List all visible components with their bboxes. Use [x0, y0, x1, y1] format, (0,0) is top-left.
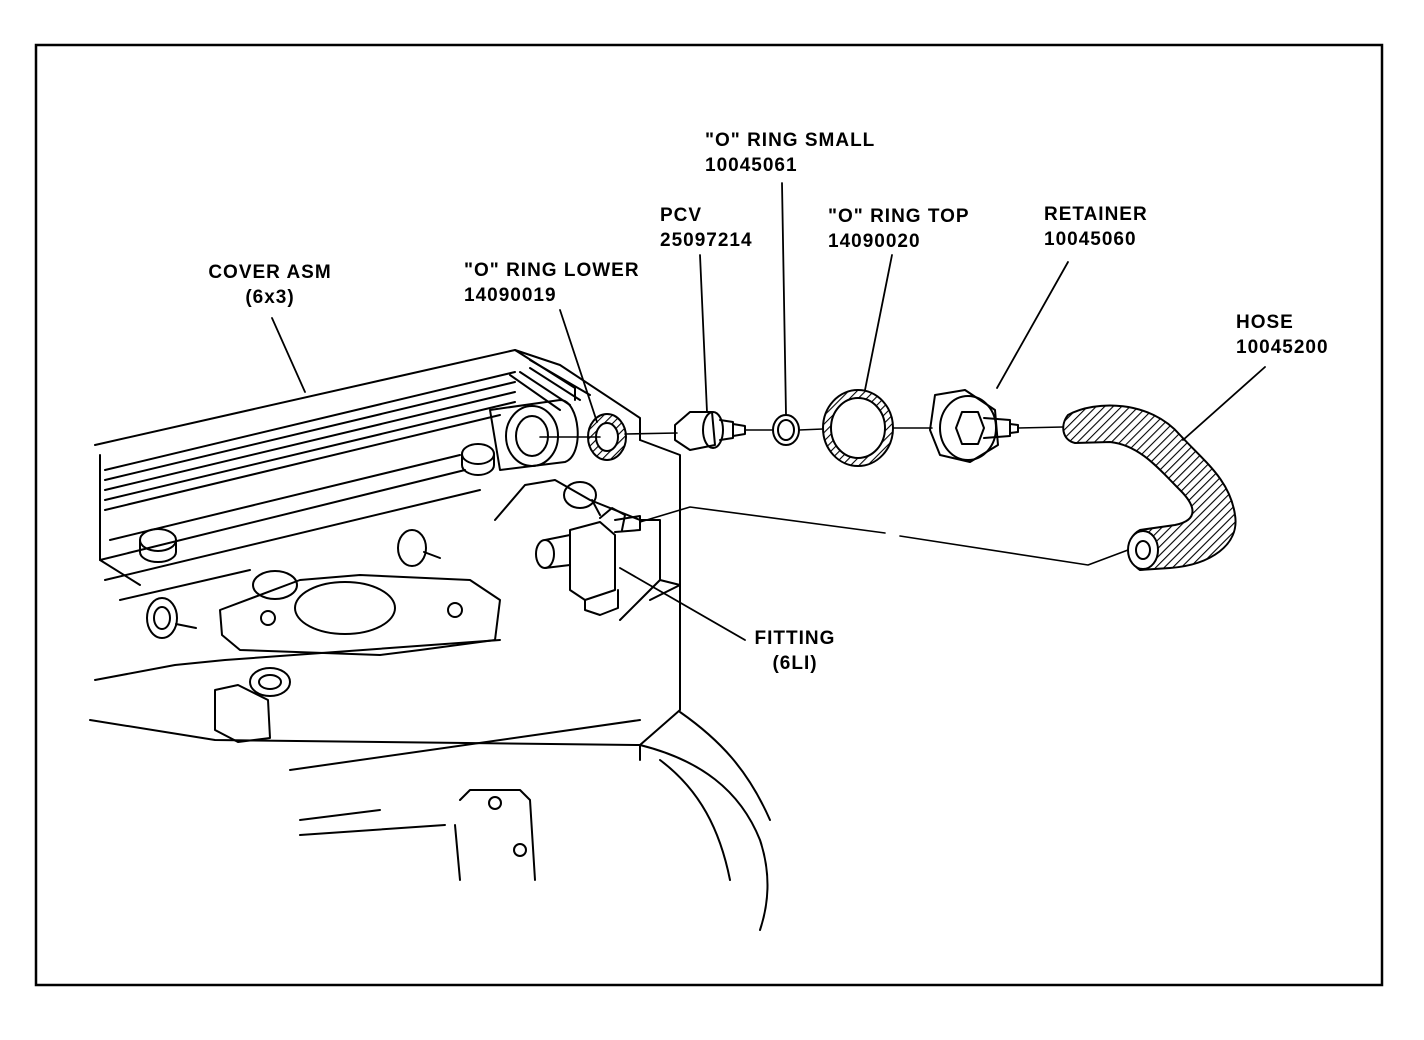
callout-part-number: 14090019: [464, 285, 557, 306]
callout-cover-asm: COVER ASM (6x3): [205, 260, 335, 310]
callout-hose: HOSE 10045200: [1236, 310, 1329, 360]
valve-cover: [94, 349, 641, 601]
callout-o-ring-lower: "O" RING LOWER 14090019: [464, 258, 640, 308]
assembly-axis: [539, 426, 1129, 566]
callout-name: COVER ASM: [208, 262, 332, 283]
cover-bolts: [139, 443, 495, 639]
o-ring-lower-part: [587, 413, 627, 461]
callout-part-number: 25097214: [660, 230, 753, 251]
figure-border: [34, 43, 1384, 987]
callout-part-number: 14090020: [828, 231, 921, 252]
callout-name: "O" RING LOWER: [464, 260, 640, 281]
callout-name: HOSE: [1236, 312, 1294, 333]
o-ring-small-part: [772, 414, 800, 446]
callout-o-ring-top: "O" RING TOP 14090020: [828, 204, 970, 254]
retainer-part: [929, 389, 1019, 463]
fitting-part: [535, 481, 641, 616]
leader-lines: [271, 182, 1266, 641]
callout-part-number: (6LI): [772, 653, 818, 674]
callout-fitting: FITTING (6LI): [735, 626, 855, 676]
callout-name: "O" RING SMALL: [705, 130, 876, 151]
callout-name: RETAINER: [1044, 204, 1148, 225]
intake-body: [89, 439, 681, 836]
pcv-port-boss: [489, 399, 579, 471]
callout-part-number: 10045060: [1044, 229, 1137, 250]
o-ring-top-part: [822, 389, 894, 467]
callout-retainer: RETAINER 10045060: [1044, 202, 1148, 252]
callout-name: FITTING: [754, 628, 836, 649]
callout-part-number: 10045200: [1236, 337, 1329, 358]
lower-housing: [454, 711, 771, 931]
callout-name: PCV: [660, 205, 703, 226]
hose-part: [1062, 404, 1237, 571]
callout-part-number: 10045061: [705, 155, 798, 176]
callout-name: "O" RING TOP: [828, 206, 970, 227]
callout-pcv: PCV 25097214: [660, 203, 753, 253]
pcv-valve-part: [674, 411, 746, 451]
callout-o-ring-small: "O" RING SMALL 10045061: [705, 128, 875, 178]
callout-part-number: (6x3): [245, 287, 295, 308]
